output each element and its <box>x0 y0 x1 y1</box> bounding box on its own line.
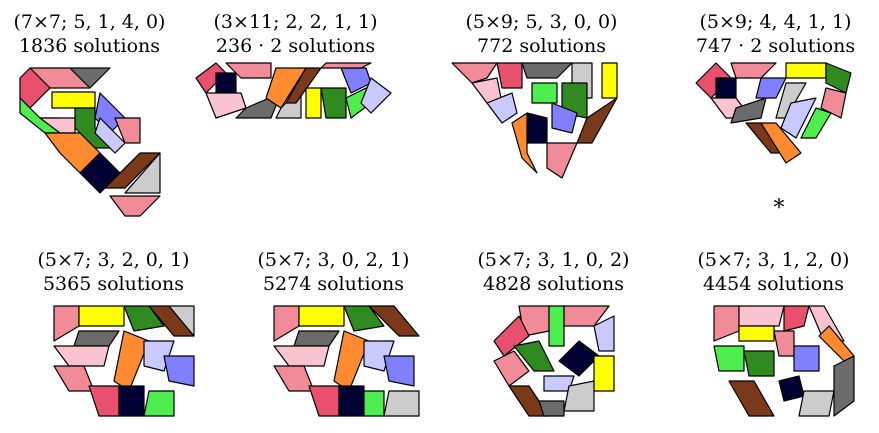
piece-light-green <box>144 391 174 416</box>
puzzle-6: (5×7; 3, 0, 2, 1) 5274 solutions <box>224 248 443 421</box>
piece-green <box>321 88 346 118</box>
piece-navy <box>216 73 236 93</box>
tiling-diagram <box>684 296 864 421</box>
piece-pink <box>731 63 776 78</box>
piece-light-gray <box>384 391 419 416</box>
piece-blue <box>794 346 819 371</box>
piece-light-gray <box>799 391 834 416</box>
puzzle-2: (3×11; 2, 2, 1, 1) 236 · 2 solutions <box>186 10 405 138</box>
puzzle-title: (5×7; 3, 1, 0, 2) <box>444 248 663 272</box>
piece-blue <box>756 78 786 98</box>
puzzle-8: (5×7; 3, 1, 2, 0) 4454 solutions <box>664 248 879 421</box>
piece-navy <box>559 341 599 376</box>
piece-navy <box>716 78 736 98</box>
puzzle-7: (5×7; 3, 1, 0, 2) 4828 solutions <box>444 248 663 421</box>
piece-light-green <box>549 306 564 346</box>
solution-count: 1836 solutions <box>0 34 199 58</box>
piece-magenta <box>89 386 119 416</box>
puzzle-title: (7×7; 5, 1, 4, 0) <box>0 10 199 34</box>
piece-navy <box>527 113 547 143</box>
piece-yellow <box>602 63 617 98</box>
puzzle-title: (5×7; 3, 2, 0, 1) <box>4 248 223 272</box>
piece-yellow <box>79 306 124 326</box>
piece-light-green <box>714 346 744 371</box>
piece-magenta <box>497 63 522 88</box>
piece-pink-2 <box>54 346 109 366</box>
tiling-diagram <box>464 296 644 421</box>
piece-pink-4 <box>110 196 160 216</box>
solution-count: 747 · 2 solutions <box>666 34 879 58</box>
piece-light-gray-2 <box>321 63 371 68</box>
piece-yellow <box>594 356 614 391</box>
piece-light-pink <box>274 366 314 391</box>
solution-count: 5274 solutions <box>224 272 443 296</box>
piece-pink-2 <box>774 331 794 356</box>
puzzle-title: (5×7; 3, 0, 2, 1) <box>224 248 443 272</box>
piece-pink-2 <box>274 346 329 366</box>
piece-green <box>744 351 774 376</box>
piece-pink <box>714 306 739 341</box>
tiling-diagram <box>186 58 406 138</box>
puzzle-1: (7×7; 5, 1, 4, 0) 1836 solutions <box>0 10 199 218</box>
piece-navy <box>339 386 364 416</box>
piece-light-pink <box>739 306 784 326</box>
solution-count: 4828 solutions <box>444 272 663 296</box>
piece-light-pink <box>54 366 94 391</box>
piece-yellow <box>739 326 774 341</box>
puzzle-3: (5×9; 5, 3, 0, 0) 772 solutions <box>432 10 651 188</box>
solution-count: 772 solutions <box>432 34 651 58</box>
puzzle-4: (5×9; 4, 4, 1, 1) 747 · 2 solutions * <box>666 10 879 188</box>
tiling-diagram <box>0 58 180 218</box>
piece-gray <box>74 331 119 346</box>
solution-count: 5365 solutions <box>4 272 223 296</box>
piece-magenta <box>784 306 809 331</box>
piece-light-green <box>364 391 384 416</box>
tiling-diagram <box>244 296 424 421</box>
puzzle-title: (5×7; 3, 1, 2, 0) <box>664 248 879 272</box>
piece-gray <box>834 356 854 416</box>
puzzle-title: (5×9; 4, 4, 1, 1) <box>666 10 879 34</box>
puzzle-5: (5×7; 3, 2, 0, 1) 5365 solutions <box>4 248 223 421</box>
piece-pink <box>274 306 299 341</box>
piece-yellow <box>299 306 344 326</box>
piece-gray <box>539 401 564 416</box>
piece-gray <box>522 63 572 78</box>
piece-pink <box>54 306 79 341</box>
piece-navy <box>779 376 804 401</box>
piece-light-green <box>532 83 557 103</box>
piece-brown <box>729 381 774 416</box>
tiling-diagram <box>24 296 204 421</box>
piece-navy <box>119 386 144 416</box>
puzzle-title: (3×11; 2, 2, 1, 1) <box>186 10 405 34</box>
piece-blue <box>164 356 194 386</box>
note-marker: * <box>769 196 789 221</box>
solution-count: 4454 solutions <box>664 272 879 296</box>
piece-gray <box>294 331 339 346</box>
tiling-diagram <box>442 58 642 188</box>
puzzle-title: (5×9; 5, 3, 0, 0) <box>432 10 651 34</box>
piece-yellow <box>52 92 95 108</box>
piece-yellow <box>306 88 321 118</box>
piece-blue <box>384 356 414 386</box>
solution-count: 236 · 2 solutions <box>186 34 405 58</box>
piece-yellow <box>786 63 826 78</box>
tiling-diagram <box>676 58 876 188</box>
piece-magenta <box>309 386 339 416</box>
piece-pink-2 <box>547 143 577 178</box>
